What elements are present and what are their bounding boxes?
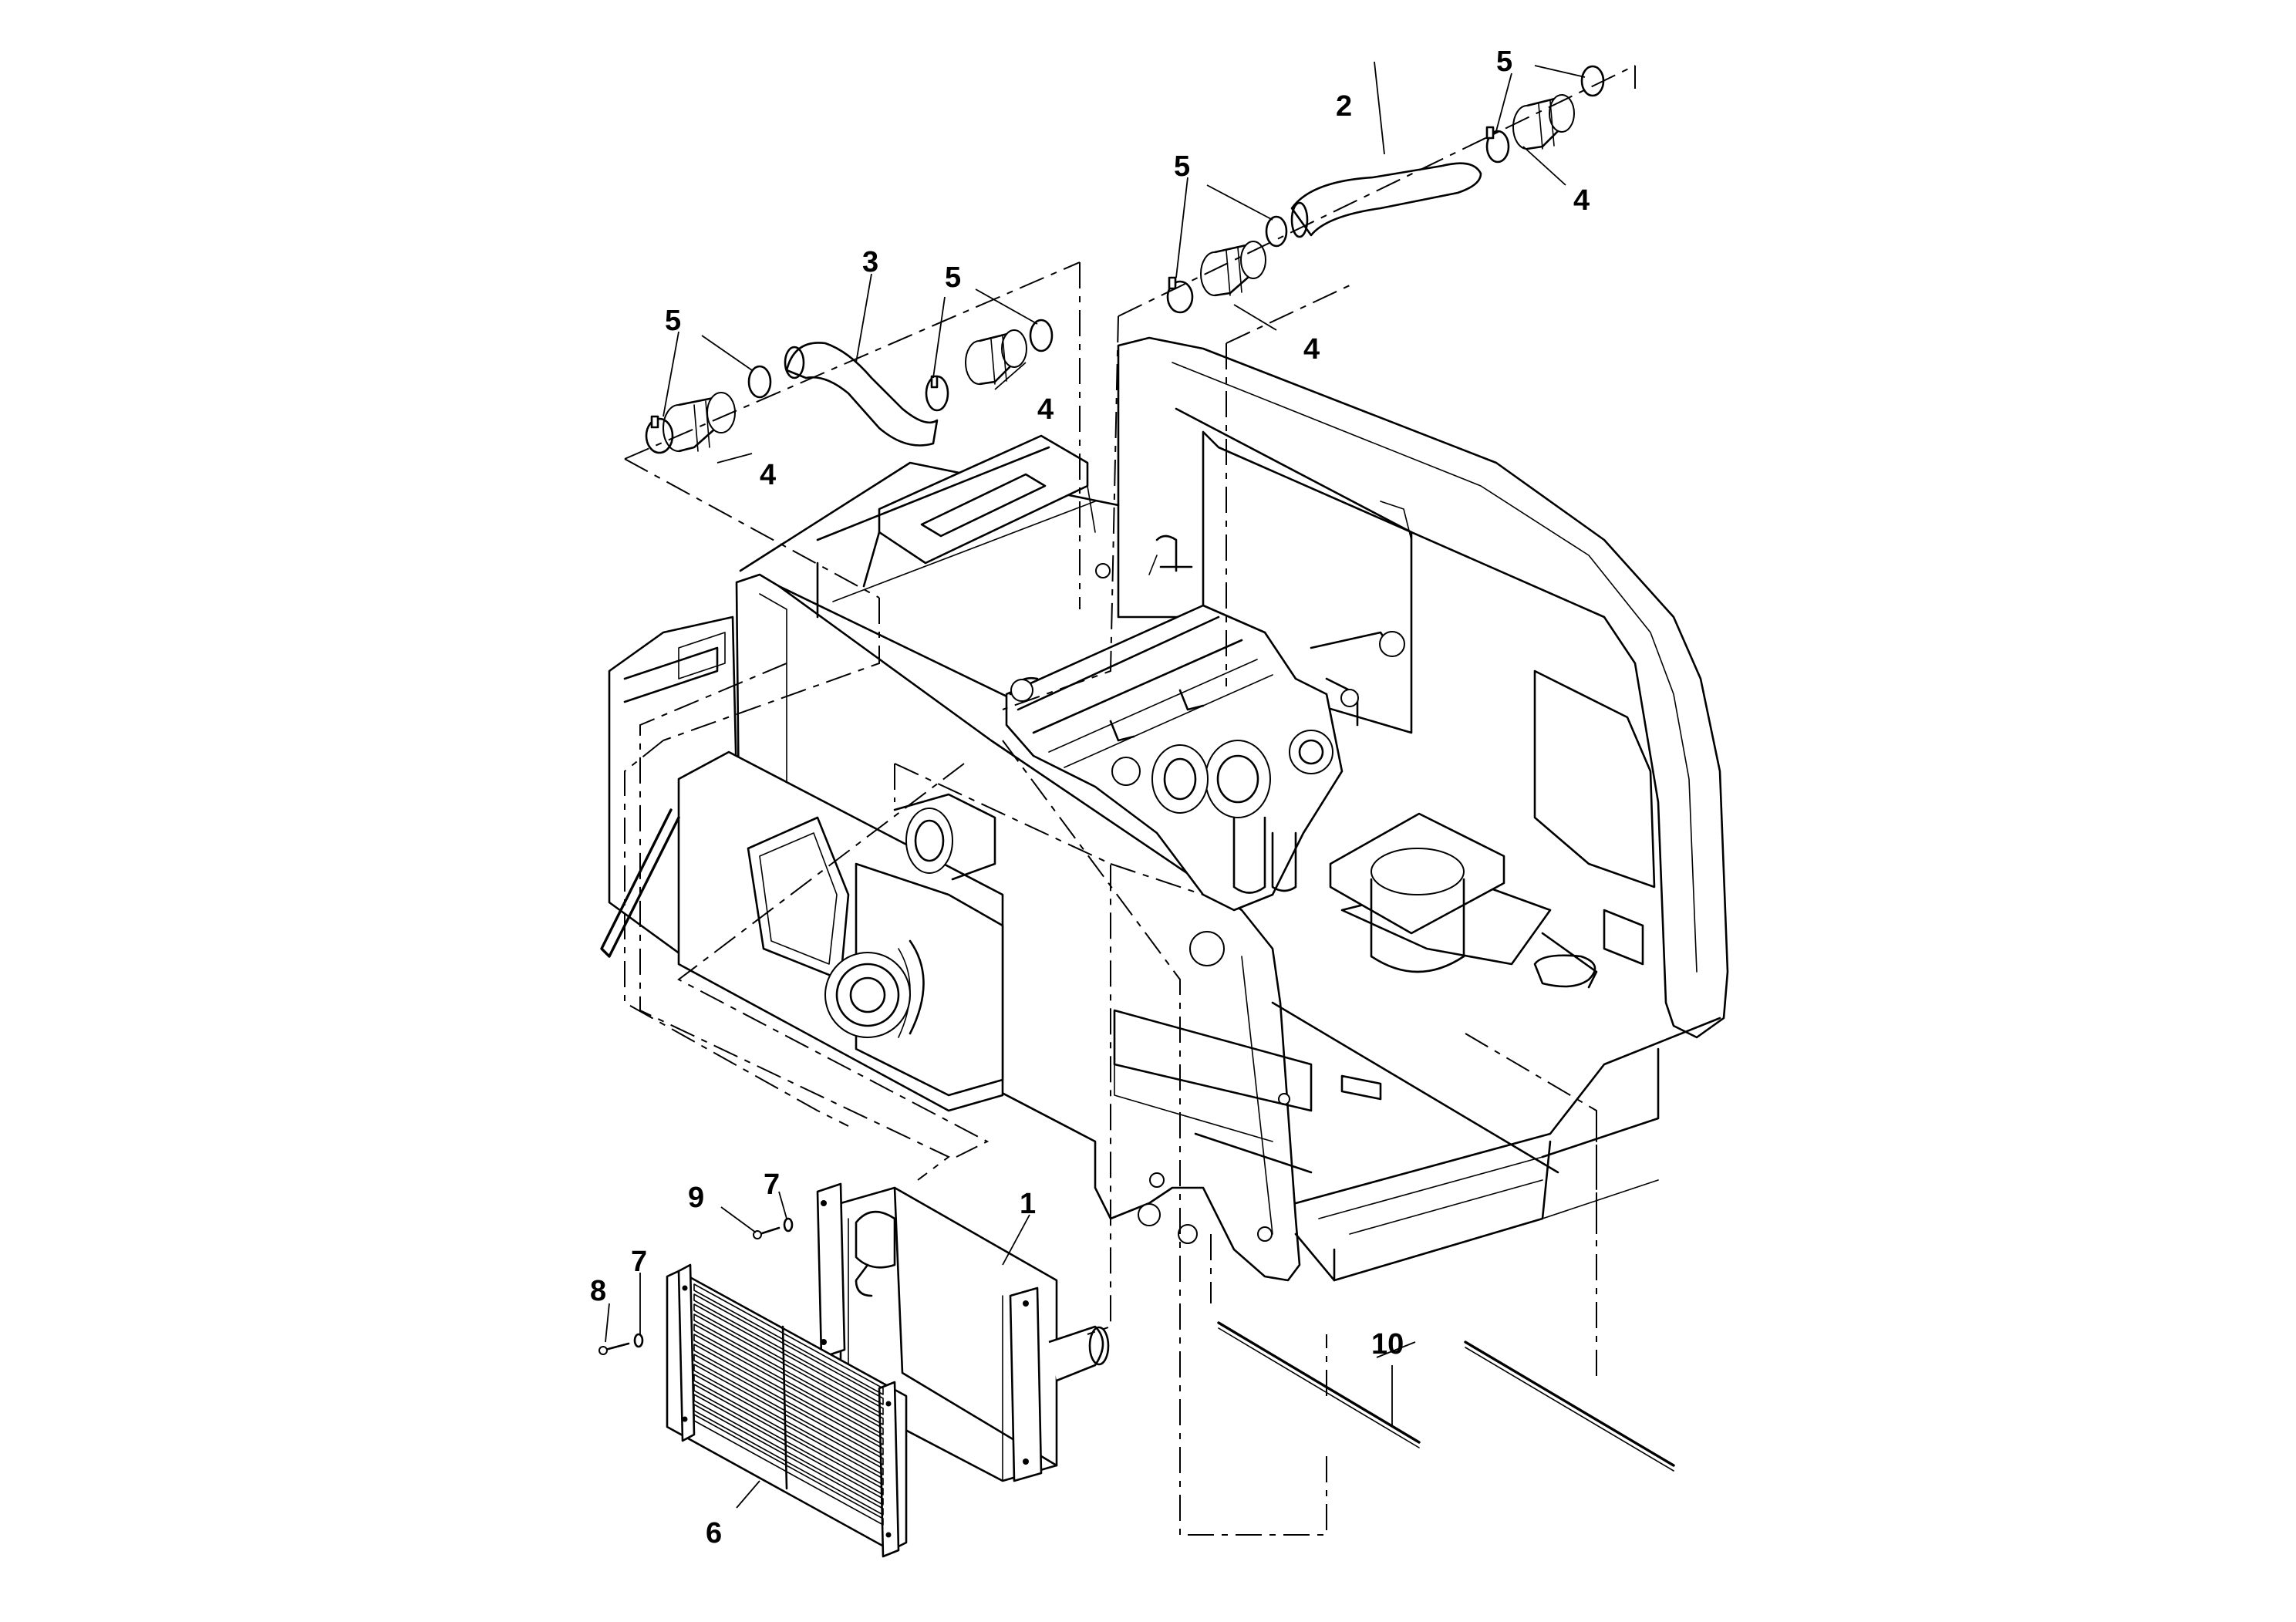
callout-2: 2 [1336, 90, 1352, 123]
grille-slat [693, 1394, 884, 1506]
grille-slat [693, 1303, 884, 1415]
callout-5b: 5 [945, 261, 961, 294]
grille-center-bar [781, 1325, 788, 1490]
callout-5c: 5 [1174, 150, 1190, 183]
callout-1: 1 [1020, 1188, 1036, 1220]
fan-guard-box [855, 862, 1004, 1097]
hose-clamps [645, 65, 1605, 454]
grille-slat [693, 1364, 884, 1475]
callout-5a: 5 [665, 305, 681, 337]
callout-6: 6 [706, 1517, 722, 1549]
turbocharger [1205, 740, 1271, 818]
leader-lines [605, 61, 1586, 1509]
rod-10-right [1464, 1340, 1675, 1467]
hose-2 [1290, 162, 1482, 237]
callout-8: 8 [590, 1275, 606, 1307]
assembly-phantom-lines [624, 65, 1636, 1536]
left-enclosure [600, 615, 1004, 1112]
support-rods [1217, 1321, 1675, 1472]
panel-window-opening [1533, 669, 1656, 889]
fasteners [598, 1217, 794, 1355]
grille-slat [693, 1313, 884, 1425]
front-side-panel [735, 573, 1301, 1282]
frame-lifting-hole [1189, 931, 1225, 966]
grille-slat [693, 1414, 884, 1526]
callout-4a: 4 [760, 459, 776, 491]
coupling-4-left [663, 392, 736, 453]
grille-slat [693, 1334, 884, 1445]
grille-slat [693, 1344, 884, 1455]
callout-5d: 5 [1496, 46, 1512, 78]
callout-4b: 4 [1037, 393, 1054, 426]
grille-slat [693, 1324, 884, 1435]
grille-slat [693, 1404, 884, 1516]
alternator [905, 808, 953, 874]
coupling-4-right [1512, 94, 1575, 150]
hose-3 [785, 342, 939, 447]
rod-10-left [1217, 1321, 1421, 1444]
callout-9: 9 [688, 1182, 704, 1214]
fan-pulley [824, 952, 911, 1038]
top-plates [816, 434, 1111, 619]
cooler-grille [666, 1263, 908, 1558]
rear-side-panel [1117, 336, 1729, 1039]
grille-slats [693, 1283, 884, 1526]
callout-3: 3 [862, 246, 878, 278]
callout-labels: 1 2 3 4 4 4 4 5 5 5 5 6 7 7 8 9 10 [590, 46, 1590, 1549]
callout-7b: 7 [631, 1246, 647, 1278]
callout-4c: 4 [1303, 333, 1320, 366]
grille-slat [693, 1374, 884, 1485]
grille-slat [693, 1384, 884, 1496]
callout-7a: 7 [764, 1168, 780, 1201]
machine-frame [735, 336, 1729, 1282]
grille-slat [693, 1293, 884, 1405]
grille-slat [693, 1354, 884, 1465]
callout-4d: 4 [1573, 184, 1590, 217]
coupling-4-upper [1200, 241, 1266, 297]
callout-10: 10 [1371, 1328, 1404, 1361]
grille-slat [693, 1283, 884, 1395]
engine-assembly [1005, 534, 1405, 912]
coupling-4-mid [965, 329, 1027, 386]
